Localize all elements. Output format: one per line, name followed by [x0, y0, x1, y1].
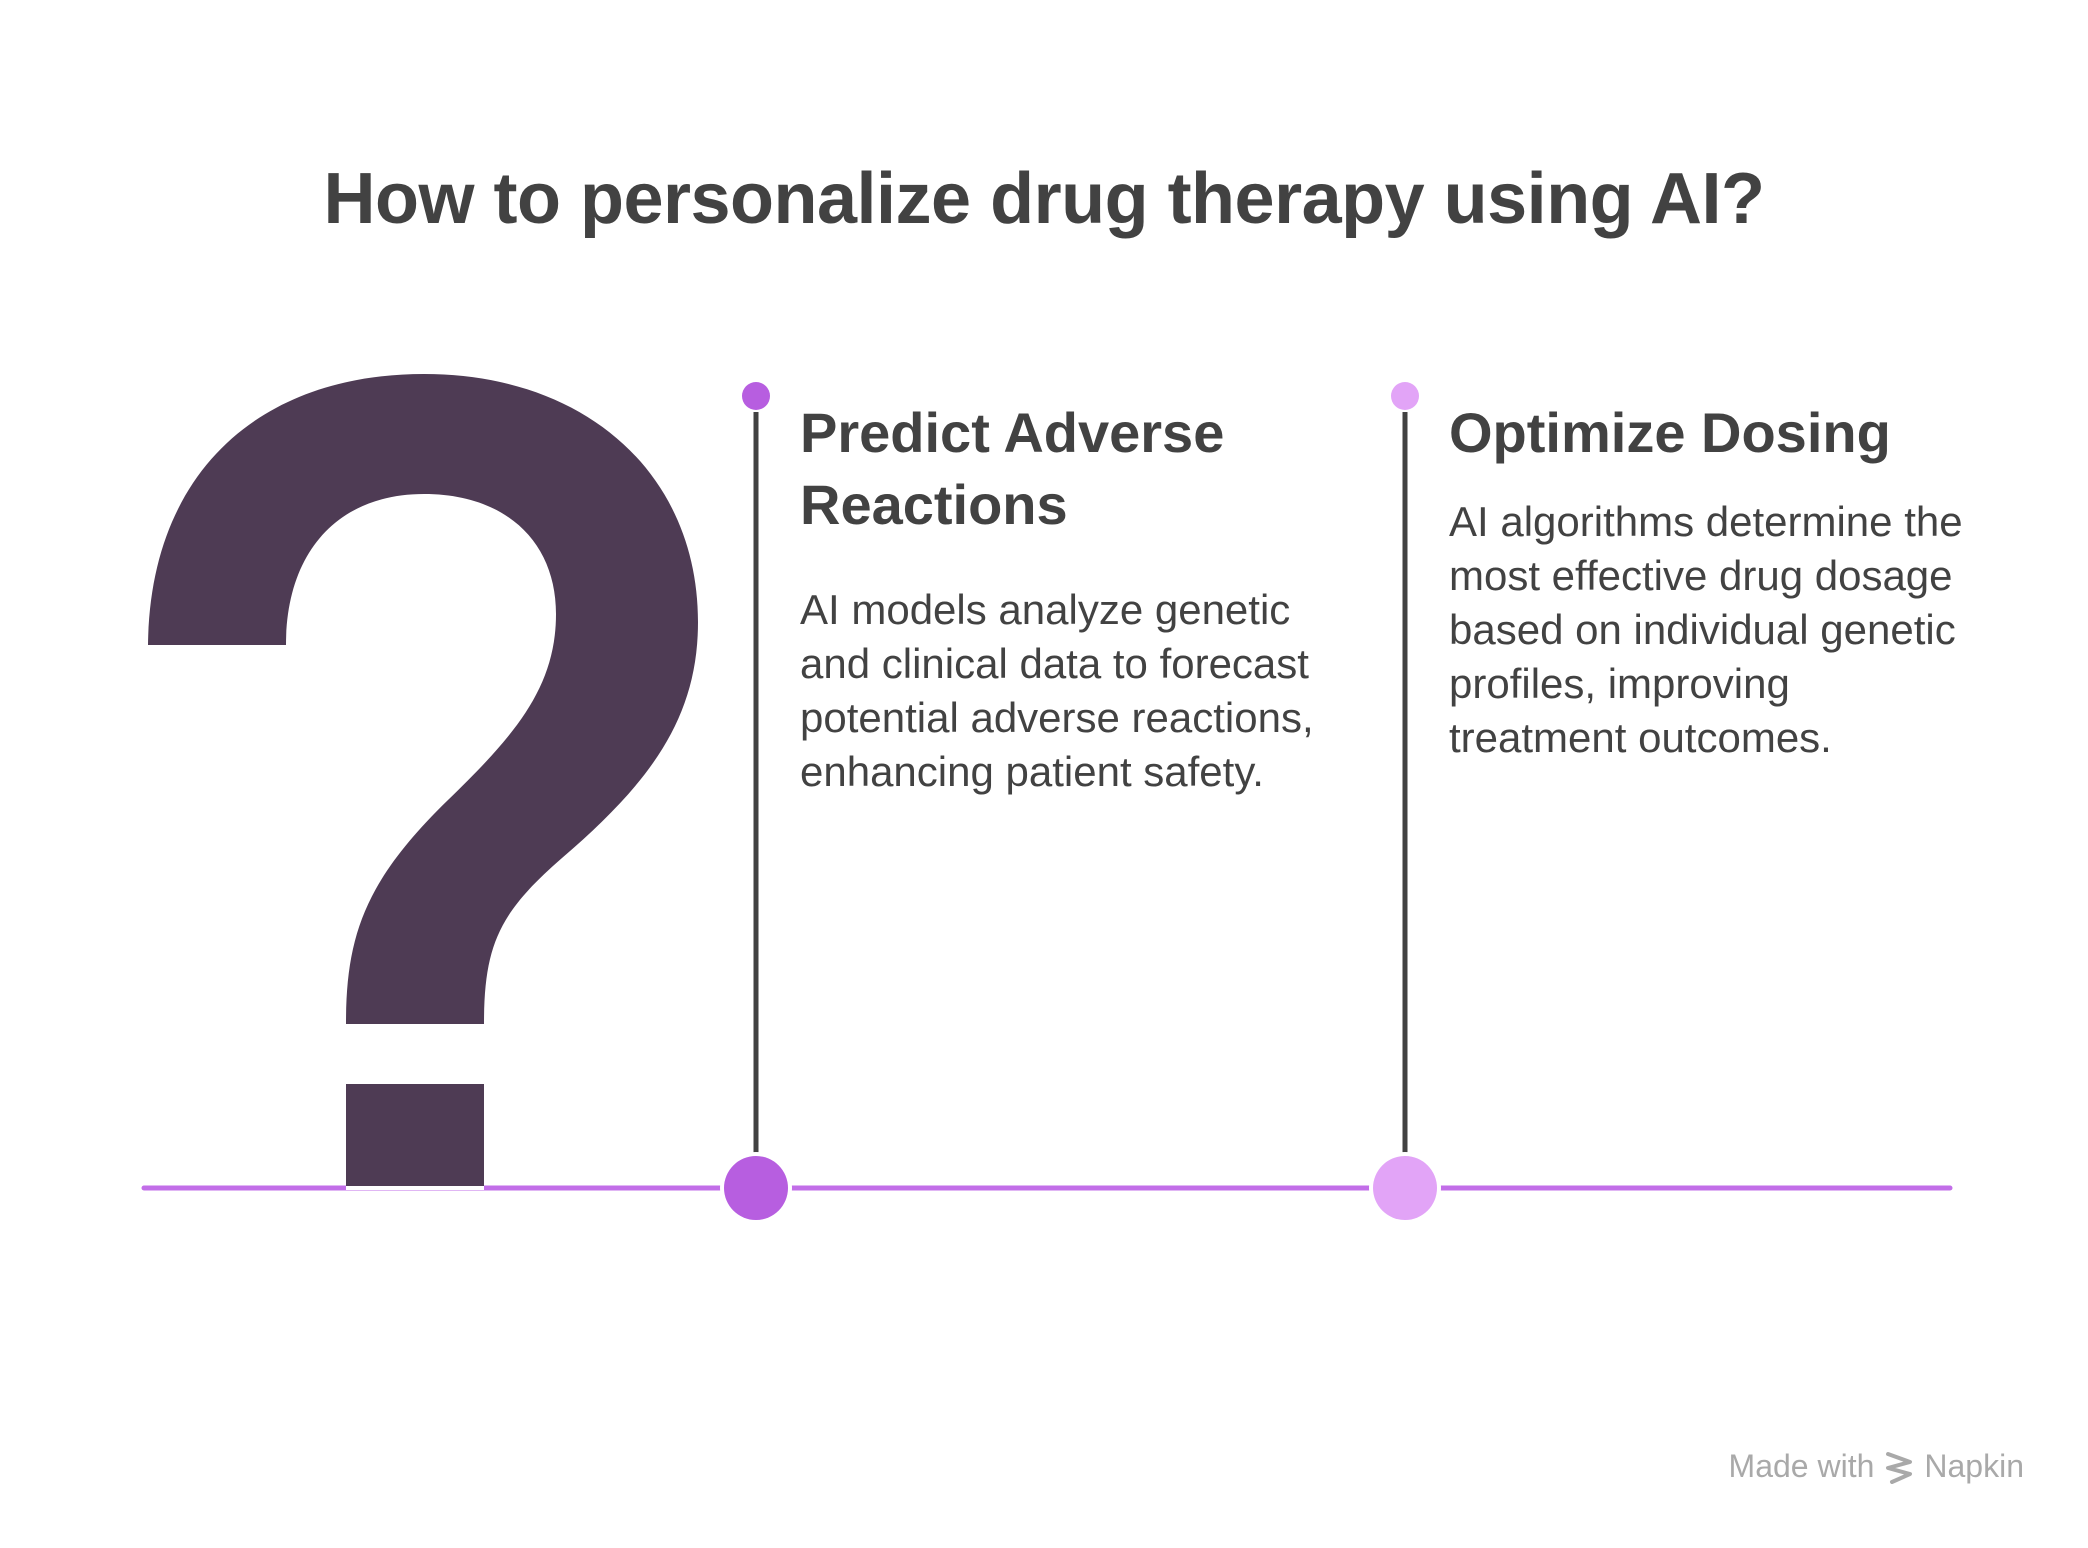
timeline-marker-1 — [720, 382, 792, 1224]
napkin-logo-icon — [1886, 1451, 1913, 1484]
made-with-napkin-badge: Made with Napkin — [1729, 1448, 2024, 1485]
card-predict-adverse-reactions: Predict Adverse Reactions AI models anal… — [800, 397, 1320, 799]
card-body: AI algorithms determine the most effecti… — [1449, 498, 1963, 761]
brand-name: Napkin — [1924, 1448, 2024, 1484]
card-heading: Predict Adverse Reactions — [800, 397, 1320, 541]
card-optimize-dosing: Optimize Dosing AI algorithms determine … — [1449, 397, 1969, 765]
card-heading-line: Reactions — [800, 473, 1068, 536]
page-title: How to personalize drug therapy using AI… — [323, 159, 1765, 239]
card-heading-line: Predict Adverse — [800, 401, 1225, 464]
timeline-marker-2 — [1369, 382, 1441, 1224]
question-mark-icon — [148, 374, 698, 1190]
card-heading: Optimize Dosing — [1449, 401, 1891, 464]
brand-prefix: Made with — [1728, 1448, 1875, 1484]
card-body: AI models analyze genetic and clinical d… — [800, 586, 1314, 795]
